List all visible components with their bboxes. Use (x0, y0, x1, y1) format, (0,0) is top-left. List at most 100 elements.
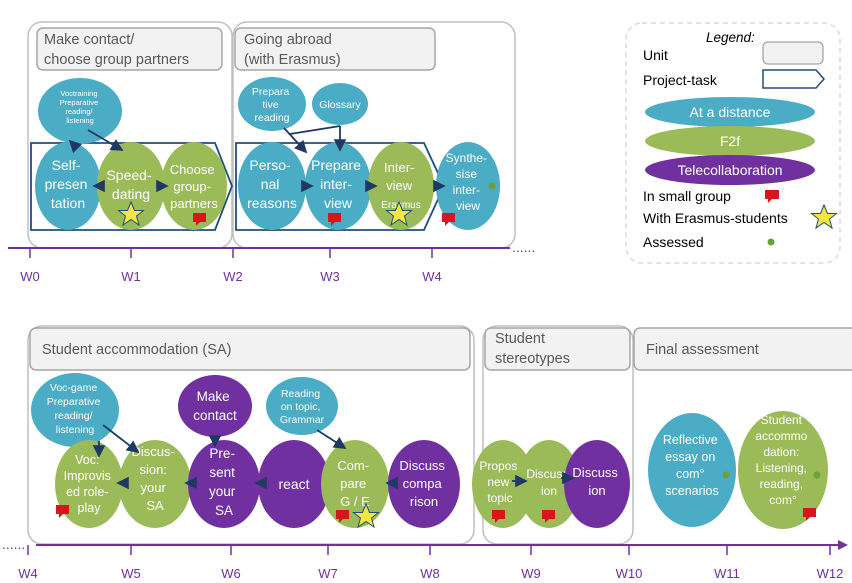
unit-title-student-accommodation: Student accommodation (SA) (42, 342, 231, 358)
unit-header-student-accommodation (29, 327, 471, 371)
activity-preparative-reading-label: Prepara tive reading (252, 86, 292, 124)
small-group-icon (56, 505, 69, 518)
assessed-dot-icon (488, 182, 496, 190)
activity-voctraining-label: Voctraining Preparative reading/ listeni… (60, 89, 100, 125)
activity-discussion-sa (119, 440, 191, 528)
legend-small-group-label: In small group (643, 188, 731, 204)
activity-present-sa-label: Pre- sent your SA (209, 446, 239, 518)
activity-speed-dating-label: Speed- dating (106, 167, 155, 202)
week-label-bottom: W7 (318, 566, 338, 581)
activity-reading-topic (266, 377, 338, 435)
small-group-icon (542, 510, 555, 523)
activity-glossary-label: Glossary (319, 99, 361, 111)
activity-discussion-w9-label: Discuss ion (526, 467, 571, 498)
activity-speed-dating (97, 142, 165, 230)
legend-project-task-label: Project-task (643, 72, 718, 88)
legend-speech-bubble-icon (765, 190, 779, 203)
small-group-icon (803, 508, 816, 521)
activity-prepare-interview (305, 142, 371, 230)
week-label-top: W4 (422, 269, 442, 284)
activity-synthesise-interview-label: Synthe- sise inter- view (446, 151, 491, 213)
week-label-bottom: W12 (817, 566, 844, 581)
timeline-top-dots: ...... (512, 239, 535, 255)
legend-telecollab-swatch (645, 155, 815, 185)
activity-voc-improvised-label: Voc: Improvis ed role- play (64, 453, 115, 515)
project-task-1 (30, 142, 233, 231)
small-group-icon (442, 213, 455, 226)
unit-header-final-assessment (633, 327, 852, 371)
week-label-top: W1 (121, 269, 141, 284)
activity-voc-game (31, 373, 119, 447)
unit-header-make-contact (36, 27, 223, 71)
activity-self-presentation (35, 142, 101, 230)
legend-unit-swatch (762, 41, 824, 65)
legend-erasmus-label: With Erasmus-students (643, 210, 788, 226)
week-label-bottom: W9 (521, 566, 541, 581)
activity-self-presentation-label: Self- presen tation (45, 157, 92, 211)
legend-assessed-dot-icon (767, 238, 775, 246)
week-label-bottom: W8 (420, 566, 440, 581)
activity-discussion-w9b (564, 440, 630, 528)
activity-interview-erasmus-label: Inter- view Erasmus (381, 160, 420, 211)
activity-propose-topic-label: Propos new topic (479, 459, 520, 505)
legend-f2f-label: F2f (720, 133, 740, 149)
week-label-bottom: W6 (221, 566, 241, 581)
legend-distance-label: At a distance (690, 104, 771, 120)
legend-box (625, 22, 841, 264)
activity-discuss-comparison-label: Discuss compa rison (399, 458, 448, 509)
unit-title-final-assessment: Final assessment (646, 342, 759, 358)
activity-voc-improvised (55, 440, 123, 528)
activity-synthesise-interview (436, 142, 500, 230)
activity-student-accommodation-final (738, 411, 828, 529)
activity-discussion-sa-label: Discus- sion: your SA (132, 444, 179, 513)
timeline-bottom-dots: ...... (2, 536, 25, 552)
legend-telecollab-label: Telecollaboration (677, 162, 782, 178)
legend-project-task-swatch (762, 69, 826, 89)
assessed-dot-icon (722, 471, 730, 479)
activity-discussion-w9b-label: Discuss ion (572, 465, 621, 498)
week-label-top: W2 (223, 269, 243, 284)
ticks-top (29, 248, 433, 258)
activity-reflective-essay-label: Reflective essay on com° scenarios (663, 433, 721, 498)
legend-star-icon (810, 203, 838, 230)
activity-make-contact-label: Make contact (193, 389, 237, 423)
activity-reflective-essay (648, 413, 736, 527)
activity-preparative-reading (238, 77, 306, 131)
ticks-bottom (27, 545, 831, 555)
activity-discuss-comparison (388, 440, 460, 528)
small-group-icon (193, 213, 206, 226)
small-group-icon (492, 510, 505, 523)
week-label-bottom: W10 (616, 566, 643, 581)
activity-glossary (312, 83, 368, 125)
legend-distance-swatch (645, 97, 815, 127)
unit-title-make-contact-2: choose group partners (44, 52, 189, 68)
unit-header-going-abroad (234, 27, 436, 71)
arrows-top (68, 125, 446, 193)
week-label-top: W3 (320, 269, 340, 284)
activity-compare (321, 440, 389, 528)
week-label-bottom: W11 (714, 566, 740, 581)
activity-voctraining (38, 78, 122, 144)
erasmus-star-icon (385, 200, 413, 227)
activity-student-accommodation-final-label: Student accommo dation: Listening, readi… (755, 413, 810, 507)
activity-discussion-w9 (518, 440, 580, 528)
activity-personal-reasons (238, 142, 306, 230)
activity-voc-game-label: Voc-game Preparative reading/ listening (47, 382, 104, 436)
activity-choose-group-partners (161, 142, 227, 230)
unit-title-student-stereotypes-1: Student (495, 331, 545, 347)
unit-title-student-stereotypes-2: stereotypes (495, 351, 570, 367)
activity-present-sa (188, 440, 260, 528)
small-group-icon (336, 510, 349, 523)
activity-react-label: react (278, 476, 309, 492)
unit-title-make-contact-1: Make contact/ (44, 32, 135, 48)
unit-title-going-abroad-1: Going abroad (244, 32, 332, 48)
unit-title-going-abroad-2: (with Erasmus) (244, 52, 341, 68)
activity-personal-reasons-label: Perso- nal reasons (247, 157, 297, 211)
week-label-bottom: W5 (121, 566, 141, 581)
activity-interview-erasmus (368, 142, 434, 230)
erasmus-star-icon (117, 200, 145, 227)
activity-reading-topic-label: Reading on topic, Grammar (280, 388, 325, 426)
legend-title: Legend: (706, 30, 755, 45)
legend-f2f-swatch (645, 126, 815, 156)
